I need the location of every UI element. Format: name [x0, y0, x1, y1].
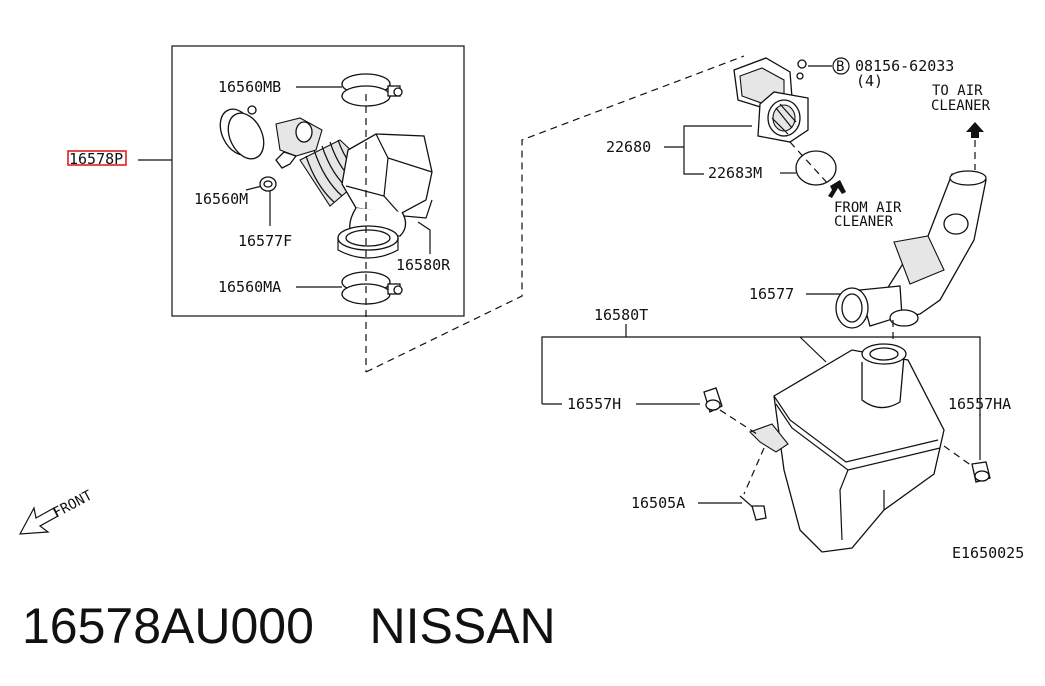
- resonator-tank-16580t[interactable]: [749, 343, 945, 553]
- callout-16577[interactable]: 16577: [749, 285, 794, 303]
- connector-dash: [365, 55, 745, 373]
- bracket-22680: [683, 125, 752, 175]
- diagram-code: E1650025: [952, 544, 1024, 562]
- clamp-16560ma[interactable]: [341, 271, 403, 305]
- mass-airflow-sensor[interactable]: [733, 57, 809, 143]
- callout-16577f[interactable]: 16577F: [238, 232, 292, 250]
- note-to-air-2: CLEANER: [931, 98, 991, 114]
- bolt-symbol: B: [836, 59, 844, 75]
- bracket-16580t: [541, 336, 981, 460]
- screw-08156[interactable]: [796, 59, 807, 80]
- caption-spacer: [314, 598, 370, 654]
- callout-16580r[interactable]: 16580R: [396, 256, 451, 274]
- front-arrow-icon: [18, 506, 59, 535]
- callout-16560ma[interactable]: 16560MA: [218, 278, 281, 296]
- note-from-air-1: FROM AIR: [834, 200, 902, 216]
- callout-22683m[interactable]: 22683M: [708, 164, 762, 182]
- note-from-air-2: CLEANER: [834, 214, 894, 230]
- grommet-16557h[interactable]: [703, 387, 723, 413]
- bolt-symbol-circle: [832, 57, 850, 75]
- hose-16577[interactable]: [835, 170, 987, 329]
- callout-16578p[interactable]: 16578P: [69, 150, 123, 168]
- bolt-16505a[interactable]: [739, 495, 767, 521]
- highlight-box-16578p[interactable]: [67, 150, 127, 166]
- callout-08156[interactable]: 08156-62033: [855, 57, 954, 75]
- leader-16580r: [417, 221, 431, 254]
- axis-dash-16557ha: [943, 445, 973, 467]
- axis-dash-sensor: [789, 141, 831, 187]
- clamp-16560m[interactable]: [213, 103, 270, 164]
- inset-frame: [171, 45, 465, 317]
- callout-16557ha[interactable]: 16557HA: [948, 395, 1011, 413]
- duct-elbow: [275, 117, 323, 169]
- leader-16580t-tank: [799, 336, 827, 363]
- callout-16505a[interactable]: 16505A: [631, 494, 685, 512]
- axis-dash-16505a: [743, 447, 765, 495]
- grommet-22683m[interactable]: [795, 150, 837, 186]
- callout-08156-qty: (4): [856, 72, 883, 90]
- note-front: FRONT: [50, 487, 95, 521]
- grommet-16557ha[interactable]: [971, 461, 991, 483]
- caption-part-number: 16578AU000: [22, 598, 314, 654]
- resonator-16580r[interactable]: [341, 133, 433, 237]
- callout-16557h[interactable]: 16557H: [567, 395, 621, 413]
- callout-16580t[interactable]: 16580T: [594, 306, 648, 324]
- caption-brand: NISSAN: [369, 598, 556, 654]
- arrow-from-air: [828, 180, 846, 198]
- axis-dash-16557h: [719, 409, 761, 437]
- clamp-16560mb[interactable]: [341, 73, 403, 107]
- resonator-outlet: [337, 225, 399, 259]
- nut-16577f[interactable]: [259, 176, 277, 192]
- callout-16560mb[interactable]: 16560MB: [218, 78, 281, 96]
- callout-22680[interactable]: 22680: [606, 138, 651, 156]
- arrow-up-to-air: [966, 122, 984, 138]
- leader-16560m: [245, 185, 263, 191]
- note-to-air-1: TO AIR: [932, 83, 983, 99]
- part-caption: 16578AU000 NISSAN: [22, 597, 556, 655]
- callout-16560m[interactable]: 16560M: [194, 190, 248, 208]
